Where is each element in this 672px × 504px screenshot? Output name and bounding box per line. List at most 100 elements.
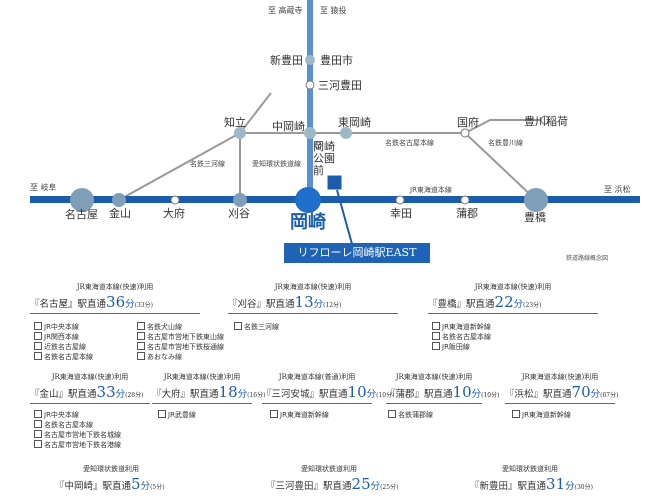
label-obu: 大府	[163, 207, 185, 220]
transfer-item: 名古屋市営地下鉄名城線	[34, 430, 121, 440]
route-divider	[262, 403, 372, 404]
route-header: JR東海道本線(快速)利用	[474, 283, 552, 291]
route-header: JR東海道本線(快速)利用	[163, 373, 241, 381]
route-block: JR東海道本線(快速)利用『名古屋』駅直通36分(33分)	[30, 284, 200, 314]
label-toyotashi: 豊田市	[320, 54, 353, 67]
route-unit: 分	[565, 481, 575, 492]
transfer-list: JR武豊線	[158, 410, 196, 420]
route-divider	[152, 403, 252, 404]
route-alt-time: (30分)	[574, 484, 593, 491]
route-minutes: 33	[96, 383, 116, 401]
transfer-item: 名鉄三河線	[234, 322, 279, 332]
route-header: JR東海道本線(快速)利用	[51, 373, 129, 381]
transfer-item: JR関西本線	[34, 332, 131, 342]
route-header: JR東海道本線(快速)利用	[76, 283, 154, 291]
transfer-item: あおなみ線	[137, 352, 234, 362]
route-time: 『蒲郡』駅直通10分(10分)	[386, 383, 499, 401]
chiryu-toyota-line	[239, 92, 272, 134]
transfer-list: JR東海道新幹線	[270, 410, 329, 420]
transfer-item: 名古屋市営地下鉄名港線	[34, 440, 121, 450]
label-okazaki: 岡崎	[290, 212, 326, 233]
aichi-kanjo-line	[307, 0, 313, 200]
route-divider	[30, 313, 200, 314]
route-alt-time: (33分)	[134, 302, 153, 309]
route-divider	[505, 403, 615, 404]
route-station: 『浜松』駅	[505, 389, 553, 400]
route-unit: 分	[471, 389, 482, 400]
transfer-item: JR東海道新幹線	[512, 410, 571, 420]
to-hamamatsu-label: 至 浜松	[604, 185, 631, 194]
route-unit: 分	[115, 389, 126, 400]
station-obu	[170, 195, 180, 205]
line-label-jr-tokaido: JR東海道本線	[410, 186, 452, 194]
route-minutes: 10	[347, 383, 367, 401]
route-header: JR東海道本線(快速)利用	[521, 373, 599, 381]
station-koda	[395, 195, 405, 205]
route-block: 愛知環状鉄道利用『中岡崎』駅直通5分(5分)	[55, 466, 167, 492]
route-minutes: 70	[571, 383, 591, 401]
route-mode: 直通	[87, 299, 107, 310]
station-toyokawa-inari	[540, 115, 550, 125]
route-unit: 分	[237, 389, 248, 400]
label-nagoya: 名古屋	[65, 208, 98, 221]
station-chiryu	[234, 127, 246, 139]
route-time: 『金山』駅直通33分(28分)	[30, 385, 150, 400]
route-divider	[228, 313, 398, 314]
transfer-item: 名鉄名古屋本線	[432, 332, 491, 342]
route-alt-time: (16分)	[247, 392, 266, 399]
route-station: 『三河安城』駅	[262, 389, 329, 400]
route-alt-time: (5分)	[150, 484, 165, 491]
line-label-meitetsu-nagoya: 名鉄名古屋本線	[385, 139, 434, 147]
route-station: 『刈谷』駅	[228, 299, 276, 310]
route-block: JR東海道本線(快速)利用『刈谷』駅直通13分(12分)	[228, 284, 398, 314]
to-sanage-label: 至 猿投	[320, 6, 347, 15]
route-time: 『名古屋』駅直通36分(33分)	[30, 295, 200, 310]
route-time: 『豊橋』駅直通22分(23分)	[428, 295, 598, 310]
label-koda: 幸田	[390, 207, 412, 220]
route-mode: 直通	[332, 481, 352, 492]
transfer-list: JR東海道新幹線	[512, 410, 571, 420]
route-unit: 分	[590, 389, 601, 400]
route-mode: 直通	[199, 389, 219, 400]
route-minutes: 10	[452, 383, 472, 401]
route-time: 『三河豊田』駅直通25分(25分)	[266, 477, 398, 492]
route-header: JR東海道本線(快速)利用	[395, 373, 473, 381]
route-time: 『大府』駅直通18分(16分)	[152, 383, 265, 401]
route-unit: 分	[370, 481, 381, 492]
route-station: 『金山』駅	[30, 389, 78, 400]
transfer-item: JR武豊線	[158, 410, 196, 420]
line-label-meitetsu-mikawa: 名鉄三河線	[190, 160, 225, 168]
route-alt-time: (12分)	[323, 302, 342, 309]
site-marker	[326, 174, 343, 191]
station-koenmae	[314, 141, 322, 149]
label-higashi-okazaki: 東岡崎	[338, 116, 371, 129]
route-mode: 直通	[433, 389, 453, 400]
route-header: 愛知環状鉄道利用	[502, 465, 558, 473]
route-header: 愛知環状鉄道利用	[83, 465, 139, 473]
route-station: 『中岡崎』駅	[55, 481, 113, 492]
route-station: 『豊橋』駅	[428, 299, 476, 310]
transfer-item: 名鉄蒲郡線	[388, 410, 433, 420]
route-unit: 分	[513, 299, 524, 310]
route-mode: 直通	[527, 481, 547, 492]
route-mode: 直通	[475, 299, 495, 310]
route-minutes: 36	[106, 293, 126, 311]
route-unit: 分	[366, 389, 377, 400]
jr-tokaido-line	[30, 196, 640, 203]
label-shin-toyota: 新豊田	[270, 54, 303, 67]
transfer-list: 名鉄三河線	[234, 322, 279, 332]
route-mode: 直通	[552, 389, 572, 400]
meitetsu-nagoya-line	[310, 132, 537, 201]
route-block: JR東海道本線(快速)利用『大府』駅直通18分(16分)	[152, 373, 265, 404]
route-mode: 直通	[328, 389, 348, 400]
to-takakuraji-label: 至 高蔵寺	[268, 6, 303, 15]
station-okazaki	[295, 187, 321, 213]
transfer-item: 名鉄犬山線	[137, 322, 234, 332]
label-naka-okazaki: 中岡崎	[272, 120, 305, 133]
route-time: 『新豊田』駅直通31分(30分)	[470, 477, 593, 492]
site-label: リフローレ岡崎駅EAST	[284, 243, 430, 263]
label-toyokawa-inari: 豊川稲荷	[524, 115, 568, 128]
route-minutes: 18	[218, 383, 238, 401]
line-label-aichi-kanjo: 愛知環状鉄道線	[252, 160, 301, 168]
